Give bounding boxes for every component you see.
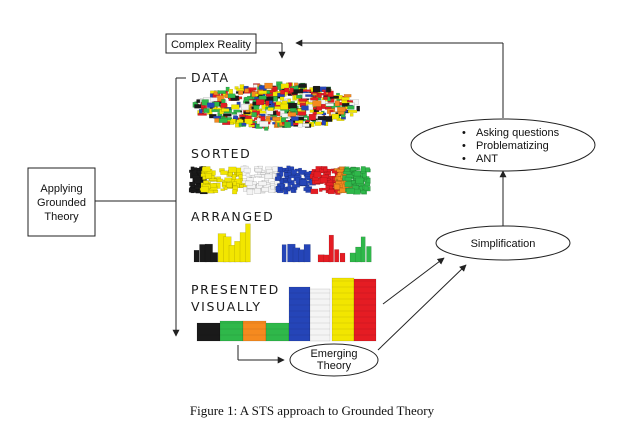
arrows-to-simplification (377, 257, 467, 351)
lego-pile-data-image (192, 81, 361, 131)
stage-sorted-label: SORTED (191, 146, 251, 161)
emerging-theory-line1: Emerging (310, 348, 357, 360)
emerging-theory-ellipse: Emerging Theory (289, 343, 379, 377)
emerging-theory-connector (237, 345, 285, 364)
question-bullet-1: • (462, 127, 466, 139)
applying-grounded-theory-box: Applying Grounded Theory (27, 167, 96, 237)
stage-arranged-label: ARRANGED (191, 209, 274, 224)
lego-pile-sorted-image (188, 165, 371, 196)
question-item-3: ANT (476, 153, 498, 165)
questions-ellipse: • Asking questions • Problematizing • AN… (410, 118, 596, 172)
applying-bracket (95, 77, 186, 337)
stage-data-label: DATA (191, 70, 230, 85)
applying-label-line2: Grounded (37, 197, 86, 209)
emerging-theory-line2: Theory (317, 360, 352, 372)
feedback-loop-arrow (295, 39, 504, 118)
complex-reality-box: Complex Reality (165, 33, 257, 54)
simplification-ellipse: Simplification (435, 225, 571, 261)
question-item-2: Problematizing (476, 140, 549, 152)
complex-reality-down-arrow (256, 42, 286, 59)
applying-label-line3: Theory (44, 211, 79, 223)
complex-reality-label: Complex Reality (171, 39, 252, 51)
simplification-label: Simplification (471, 238, 536, 250)
question-item-1: Asking questions (476, 127, 560, 139)
stage-presented-label-line1: PRESENTED (191, 282, 280, 297)
question-bullet-2: • (462, 140, 466, 152)
lego-presented-visually-image (196, 277, 377, 342)
figure-caption: Figure 1: A STS approach to Grounded The… (190, 403, 435, 418)
applying-label-line1: Applying (40, 183, 82, 195)
question-bullet-3: • (462, 153, 466, 165)
lego-arranged-image (193, 223, 372, 263)
stage-presented-label-line2: VISUALLY (191, 299, 262, 314)
